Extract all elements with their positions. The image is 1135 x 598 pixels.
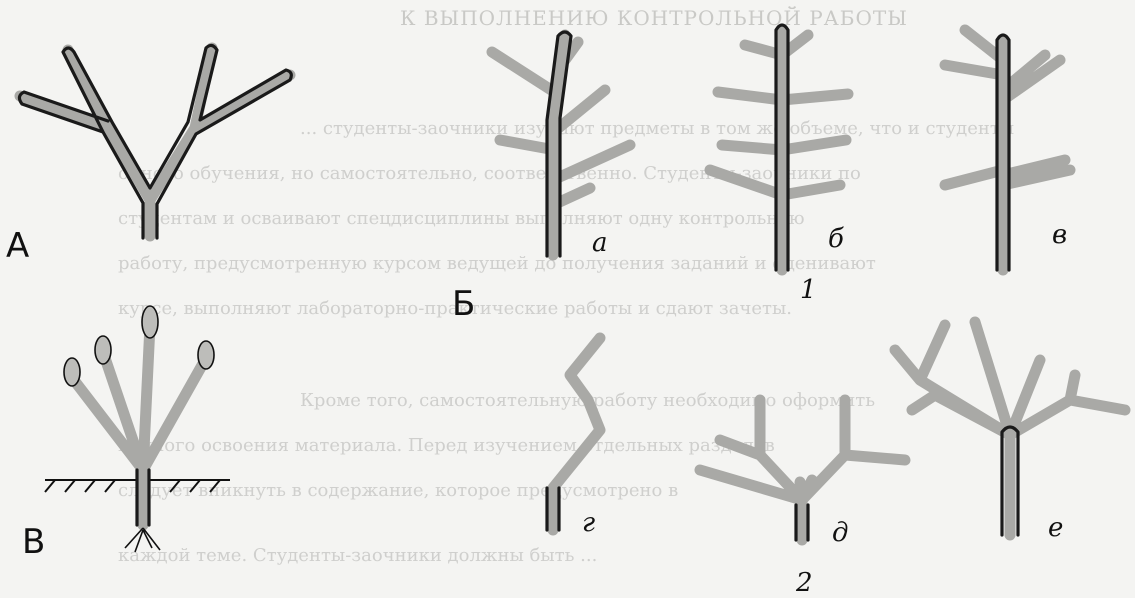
- tree-d: [700, 400, 905, 540]
- tree-V: [45, 306, 230, 552]
- label-v: в: [1052, 222, 1067, 248]
- label-A: А: [6, 229, 29, 263]
- label-a: а: [592, 230, 608, 256]
- tree-e: [895, 322, 1125, 535]
- tree-A: [19, 45, 291, 238]
- tree-g: [547, 338, 600, 530]
- label-b: б: [828, 226, 844, 252]
- label-e: е: [1048, 515, 1063, 541]
- label-d: д: [832, 520, 848, 546]
- label-B: Б: [452, 287, 475, 321]
- label-two: 2: [796, 570, 813, 596]
- label-one: 1: [800, 277, 817, 303]
- tree-a: [492, 32, 630, 256]
- label-g: г: [582, 510, 595, 536]
- label-V: В: [22, 525, 45, 559]
